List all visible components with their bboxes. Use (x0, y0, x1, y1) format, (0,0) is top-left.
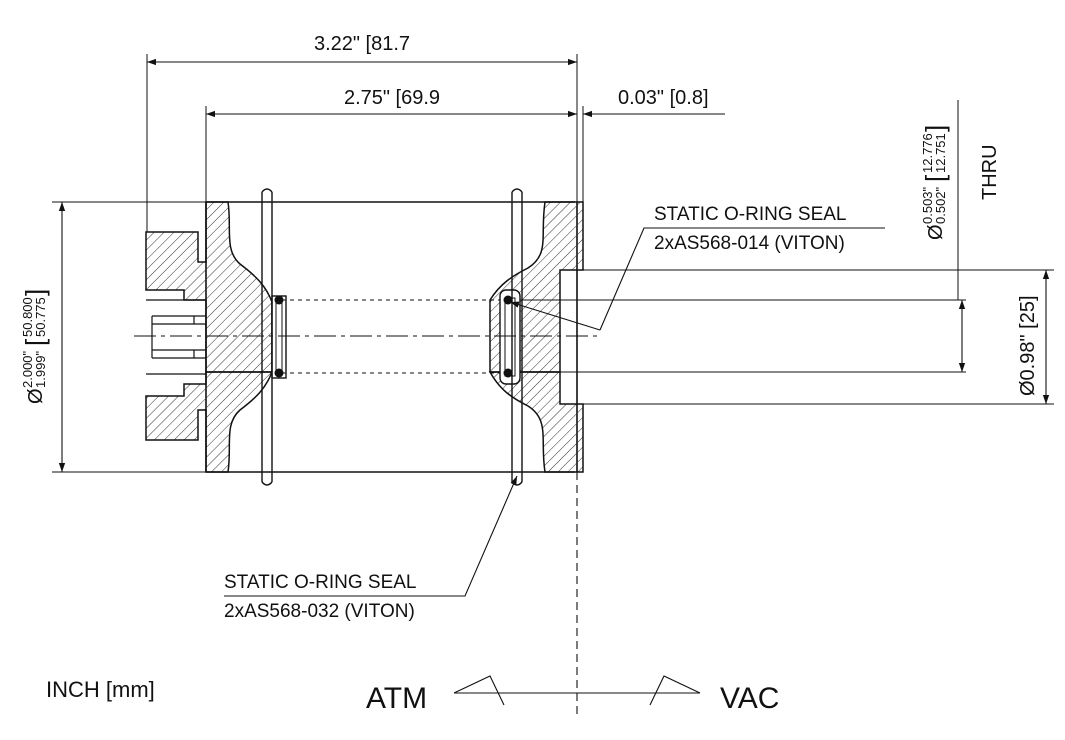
o-ring-inner-left-bottom (274, 368, 284, 378)
left-hub-top (145, 201, 273, 373)
outer-seal-title: STATIC O-RING SEAL (224, 572, 417, 593)
vac-arrow (649, 675, 701, 706)
outer-seal-leader (224, 475, 518, 597)
outer-mm-upper: 50.800 (20, 297, 35, 337)
left-bore-detail (146, 299, 206, 375)
right-inner-seal-groove (499, 289, 521, 385)
bore-tolerance-label: Ø 0.503" 0.502" [ 12.776 12.751 ] (920, 125, 950, 240)
bore-mm-upper: 12.776 (920, 133, 935, 173)
bore-mm-lower: 12.751 (933, 133, 948, 173)
inner-seal-title: STATIC O-RING SEAL (654, 204, 847, 225)
outer-mm-lower: 50.775 (33, 297, 48, 337)
units-label: INCH [mm] (46, 677, 155, 702)
right-hub-bottom (488, 371, 584, 473)
outer-o-ring-left (261, 188, 273, 486)
left-inner-seal-groove (271, 295, 287, 379)
bore-inch-upper: 0.503" (920, 186, 935, 224)
o-ring-inner-right-top (503, 295, 513, 305)
inner-seal-part: 2xAS568-014 (VITON) (654, 233, 845, 254)
vac-label: VAC (720, 682, 779, 715)
o-ring-inner-left-top (274, 295, 284, 305)
gap-label: 0.03" [0.8] (618, 87, 709, 109)
port-diameter-label: Ø0.98" [25] (1017, 296, 1039, 397)
bore-inch-lower: 0.502" (933, 186, 948, 224)
body-length-label: 2.75" [69.9 (344, 87, 440, 109)
bore-bracket-close: ] (920, 125, 950, 132)
part-section (134, 188, 600, 486)
atm-label: ATM (366, 682, 427, 715)
outer-seal-part: 2xAS568-032 (VITON) (224, 601, 415, 622)
atm-arrow (453, 675, 505, 706)
outer-diameter-label: Ø 2.000" 1.999" [ 50.800 50.775 ] (20, 289, 50, 404)
dimension-lines (58, 58, 1050, 472)
atm-vac-divider (453, 472, 701, 714)
outer-inch-lower: 1.999" (33, 350, 48, 388)
outer-bracket-close: ] (20, 289, 50, 296)
bore-diameter-symbol: Ø (925, 224, 947, 240)
left-hub-bottom (145, 371, 274, 473)
overall-length-label: 3.22" [81.7 (314, 33, 410, 55)
bore-bracket-open: [ (920, 174, 950, 182)
outer-inch-upper: 2.000" (20, 350, 35, 388)
outer-bracket-open: [ (20, 338, 50, 346)
o-ring-inner-right-bottom (503, 368, 513, 378)
outer-diameter-symbol: Ø (25, 388, 47, 404)
inner-seal-leader (599, 227, 885, 331)
leader-lines (224, 227, 885, 597)
extension-lines (52, 54, 1054, 473)
bore-thru-label: THRU (979, 144, 1001, 200)
